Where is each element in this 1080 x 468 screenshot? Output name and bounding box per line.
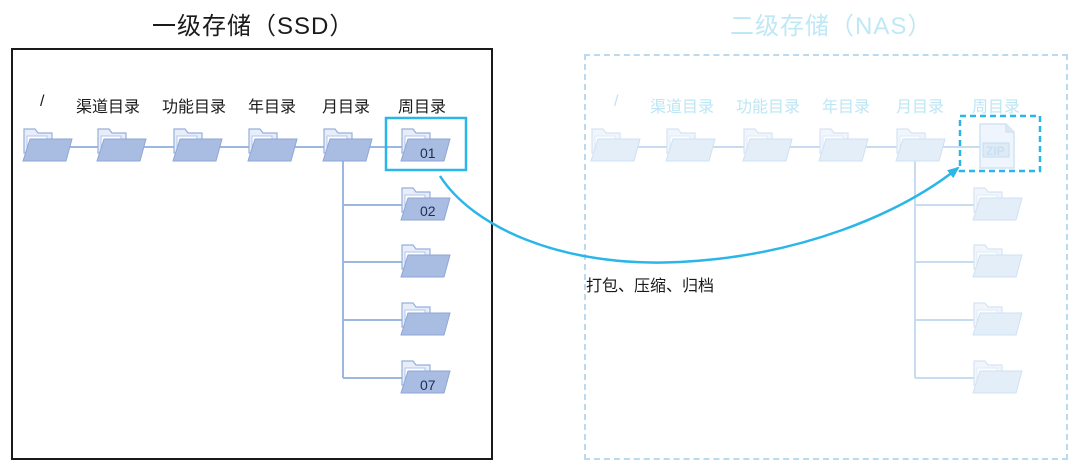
- folder-icon: [895, 128, 946, 162]
- folder-icon: [247, 128, 298, 162]
- folder-icon: [665, 128, 716, 162]
- folder-icon: [972, 187, 1023, 221]
- header-function: 功能目录: [162, 99, 227, 116]
- zip-file-icon: ZIP: [979, 123, 1015, 169]
- folder-icon: [22, 128, 73, 162]
- header-week: 周目录: [398, 99, 447, 116]
- nas-header-function: 功能目录: [736, 99, 801, 116]
- zip-label: ZIP: [986, 144, 1005, 158]
- nas-header-week: 周目录: [972, 99, 1021, 116]
- ssd-tree-lines: [50, 146, 420, 379]
- week-folder-label: 01: [420, 145, 436, 161]
- primary-storage-title: 一级存储（SSD）: [152, 13, 355, 40]
- header-month: 月目录: [322, 99, 371, 116]
- archive-target-highlight: [958, 114, 1042, 173]
- primary-storage-panel: [11, 48, 493, 460]
- header-channel: 渠道目录: [76, 99, 141, 116]
- nas-header-month: 月目录: [896, 99, 945, 116]
- transfer-label: 打包、压缩、归档: [586, 278, 715, 295]
- week-folder-label: 02: [420, 203, 436, 219]
- nas-header-year: 年目录: [822, 99, 871, 116]
- folder-icon: [322, 128, 373, 162]
- arrow-icon: [438, 166, 960, 264]
- folder-icon: [972, 302, 1023, 336]
- secondary-storage-title: 二级存储（NAS）: [730, 13, 933, 40]
- folder-icon: [818, 128, 869, 162]
- selected-folder-highlight: [384, 116, 468, 172]
- folder-icon: [972, 360, 1023, 394]
- folder-icon: [96, 128, 147, 162]
- header-root: /: [40, 93, 45, 110]
- folder-icon: [400, 302, 451, 336]
- folder-icon: [972, 244, 1023, 278]
- nas-header-channel: 渠道目录: [650, 99, 715, 116]
- folder-icon: [590, 128, 641, 162]
- folder-icon: [172, 128, 223, 162]
- header-year: 年目录: [248, 99, 297, 116]
- folder-icon: [400, 244, 451, 278]
- week-folder-label: 07: [420, 377, 436, 393]
- nas-header-root: /: [614, 93, 619, 110]
- folder-icon: [742, 128, 793, 162]
